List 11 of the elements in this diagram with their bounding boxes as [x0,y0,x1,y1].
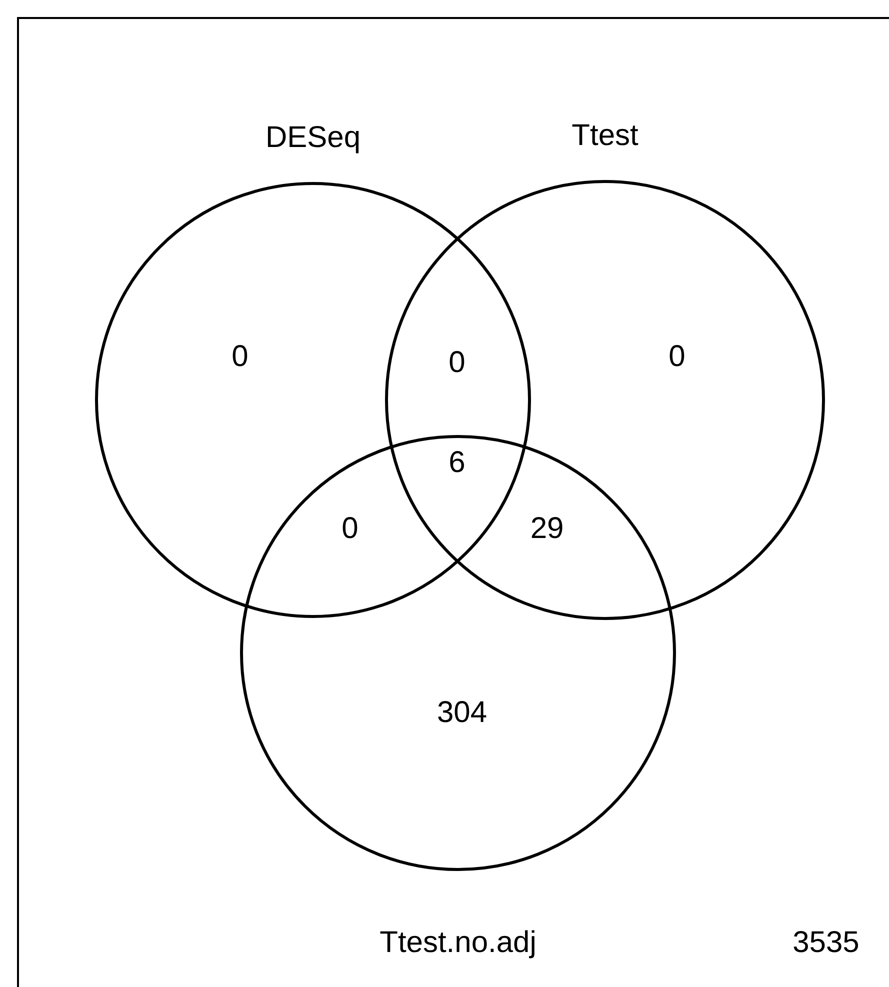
set-name: Ttest [572,121,638,151]
set-name: Ttest.no.adj [380,928,536,958]
region-count: 0 [342,514,358,544]
region-count: 3535 [792,928,860,958]
set-name: DESeq [265,123,361,153]
region-count: 29 [530,514,564,544]
region-count: 0 [232,342,248,372]
region-count: 0 [448,348,466,378]
region-count: 0 [668,342,686,372]
region-count: 6 [448,448,466,478]
region-count: 304 [436,698,488,728]
